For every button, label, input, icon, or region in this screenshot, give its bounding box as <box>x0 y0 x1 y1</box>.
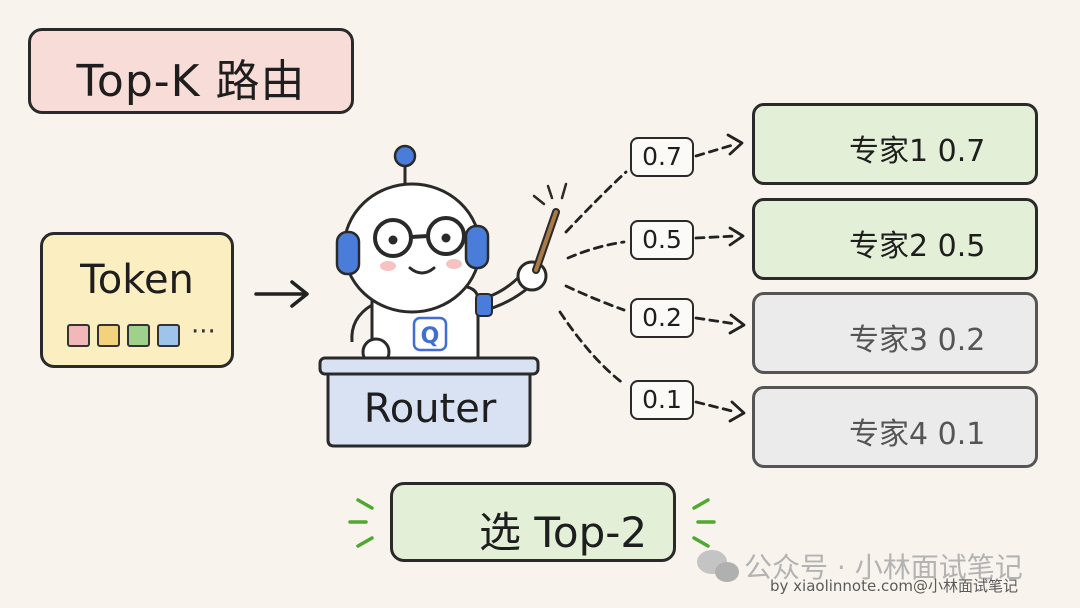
score-box-4: 0.1 <box>630 380 694 420</box>
expert-card-3: 专家3 0.2 <box>752 292 1038 374</box>
routing-arrowheads <box>726 133 746 423</box>
router-robot: Q <box>318 144 568 448</box>
token-label: Token <box>80 257 194 303</box>
token-square <box>67 324 90 347</box>
expert-label: 专家4 0.1 <box>849 417 986 452</box>
sparkle-marks <box>348 498 716 548</box>
score-box-2: 0.5 <box>630 220 694 260</box>
watermark-main: 公众号 · 小林面试笔记 <box>744 551 1023 584</box>
wechat-icon <box>697 550 739 582</box>
expert-card-4: 专家4 0.1 <box>752 386 1038 468</box>
watermark-sub: by xiaolinnote.com@小林面试笔记 <box>770 577 1019 595</box>
router-badge: Q <box>421 324 440 349</box>
title-box: Top-K 路由 <box>28 28 354 114</box>
result-label: 选 Top-2 <box>479 508 648 557</box>
token-square <box>157 324 180 347</box>
score-box-1: 0.7 <box>630 137 694 177</box>
page-title: Top-K 路由 <box>76 56 306 107</box>
score-box-3: 0.2 <box>630 298 694 338</box>
expert-card-1: 专家1 0.7 <box>752 103 1038 185</box>
token-square <box>97 324 120 347</box>
token-ellipsis: ··· <box>191 317 216 347</box>
token-to-router-arrow <box>254 280 309 308</box>
token-square <box>127 324 150 347</box>
expert-card-2: 专家2 0.5 <box>752 198 1038 280</box>
expert-label: 专家3 0.2 <box>849 323 986 358</box>
result-box: 选 Top-2 <box>390 482 676 562</box>
token-box: Token ··· <box>40 232 234 368</box>
router-label: Router <box>363 386 497 432</box>
expert-label: 专家1 0.7 <box>849 134 986 169</box>
expert-label: 专家2 0.5 <box>849 229 986 264</box>
routing-lines <box>558 142 738 414</box>
